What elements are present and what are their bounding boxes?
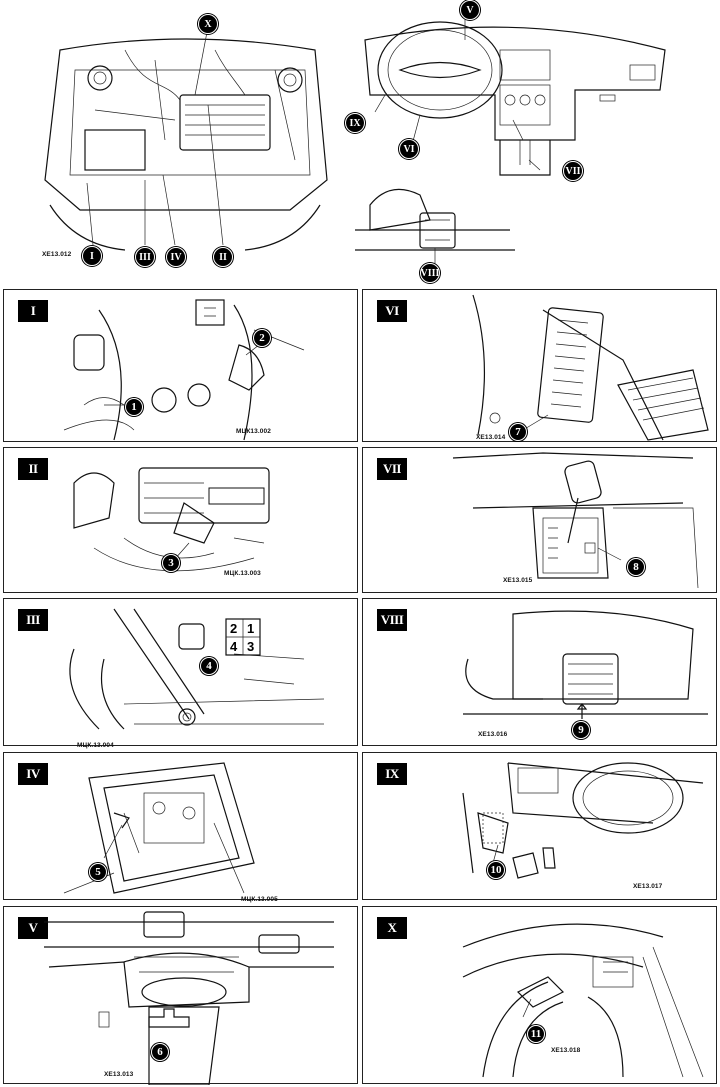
callout-10: 10 bbox=[487, 861, 505, 879]
panel-V: V 6 XE13.013 bbox=[3, 906, 358, 1085]
panel-code: МЦК.13.003 bbox=[224, 570, 261, 577]
panel-id: VI bbox=[377, 300, 407, 322]
callout-3: 3 bbox=[162, 554, 180, 572]
panel-I-drawing bbox=[63, 299, 305, 441]
callout-X: X bbox=[198, 14, 218, 34]
callout-6: 6 bbox=[151, 1043, 169, 1061]
callout-VI: VI bbox=[399, 139, 419, 159]
connector-pin: 2 bbox=[230, 621, 238, 636]
panel-code: XE13.017 bbox=[633, 883, 663, 890]
panel-II-drawing bbox=[73, 467, 270, 572]
panel-id: V bbox=[18, 917, 48, 939]
panel-III-drawing bbox=[69, 608, 325, 730]
seat-drawing bbox=[355, 188, 515, 267]
callout-I: I bbox=[82, 246, 102, 266]
panel-VII-drawing bbox=[452, 452, 699, 589]
callout-1: 1 bbox=[125, 398, 143, 416]
panel-id: VII bbox=[377, 458, 407, 480]
callout-9: 9 bbox=[572, 721, 590, 739]
panel-VII: VII 8 XE13.015 bbox=[362, 447, 717, 593]
callout-IX: IX bbox=[345, 113, 365, 133]
connector-pin: 3 bbox=[247, 639, 255, 654]
panel-code: XE13.014 bbox=[476, 434, 506, 441]
panel-IV-drawing bbox=[63, 762, 255, 894]
seat-overview: VIII bbox=[350, 175, 520, 285]
panel-V-drawing bbox=[44, 911, 334, 1085]
callout-5: 5 bbox=[89, 863, 107, 881]
panel-I: I 1 2 МЦК13.002 bbox=[3, 289, 358, 442]
panel-code: XE13.016 bbox=[478, 731, 508, 738]
panel-X-drawing bbox=[462, 923, 704, 1078]
panel-VI: VI 7 XE13.014 bbox=[362, 289, 717, 442]
panel-code: XE13.018 bbox=[551, 1047, 581, 1054]
panel-VIII: VIII 9 XE13.016 bbox=[362, 598, 717, 746]
panel-id: II bbox=[18, 458, 48, 480]
panel-code: МЦК.13.004 bbox=[77, 742, 114, 749]
panel-IV: IV 5 МЦК.13.005 bbox=[3, 752, 358, 903]
connector-pinout bbox=[225, 618, 261, 656]
panel-id: IV bbox=[18, 763, 48, 785]
callout-4: 4 bbox=[200, 657, 218, 675]
panel-IX: IX 10 XE13.017 bbox=[362, 752, 717, 900]
callout-11: 11 bbox=[527, 1025, 545, 1043]
panel-id: VIII bbox=[377, 609, 407, 631]
connector-pin: 1 bbox=[247, 621, 255, 636]
panel-VIII-drawing bbox=[463, 610, 708, 719]
callout-IV: IV bbox=[166, 247, 186, 267]
callout-8: 8 bbox=[627, 558, 645, 576]
callout-2: 2 bbox=[253, 329, 271, 347]
callout-III: III bbox=[135, 247, 155, 267]
panel-III: III 2 1 4 3 4 МЦК.13.004 bbox=[3, 598, 358, 749]
panel-X: X 11 XE13.018 bbox=[362, 906, 717, 1084]
panel-id: IX bbox=[377, 763, 407, 785]
panel-II: II 3 МЦК.13.003 bbox=[3, 447, 358, 593]
panel-id: III bbox=[18, 609, 48, 631]
panel-code: XE13.015 bbox=[503, 577, 533, 584]
panel-VI-drawing bbox=[472, 294, 709, 441]
callout-II: II bbox=[213, 247, 233, 267]
callout-7: 7 bbox=[509, 423, 527, 441]
dashboard-drawing bbox=[364, 5, 666, 176]
dashboard-overview: V IX VI VII bbox=[345, 0, 685, 190]
panel-code: МЦК13.002 bbox=[236, 428, 271, 435]
callout-V: V bbox=[460, 0, 480, 20]
panel-IX-drawing bbox=[462, 762, 704, 879]
panel-id: X bbox=[377, 917, 407, 939]
callout-VII: VII bbox=[563, 161, 583, 181]
engine-bay-drawing bbox=[44, 31, 328, 251]
engine-bay-overview: XE13.012 X I III IV II bbox=[35, 10, 335, 275]
engine-figure-code: XE13.012 bbox=[42, 251, 72, 258]
panel-code: XE13.013 bbox=[104, 1071, 134, 1078]
panel-id: I bbox=[18, 300, 48, 322]
callout-VIII: VIII bbox=[420, 263, 440, 283]
connector-pin: 4 bbox=[230, 639, 238, 654]
panel-code: МЦК.13.005 bbox=[241, 896, 278, 903]
